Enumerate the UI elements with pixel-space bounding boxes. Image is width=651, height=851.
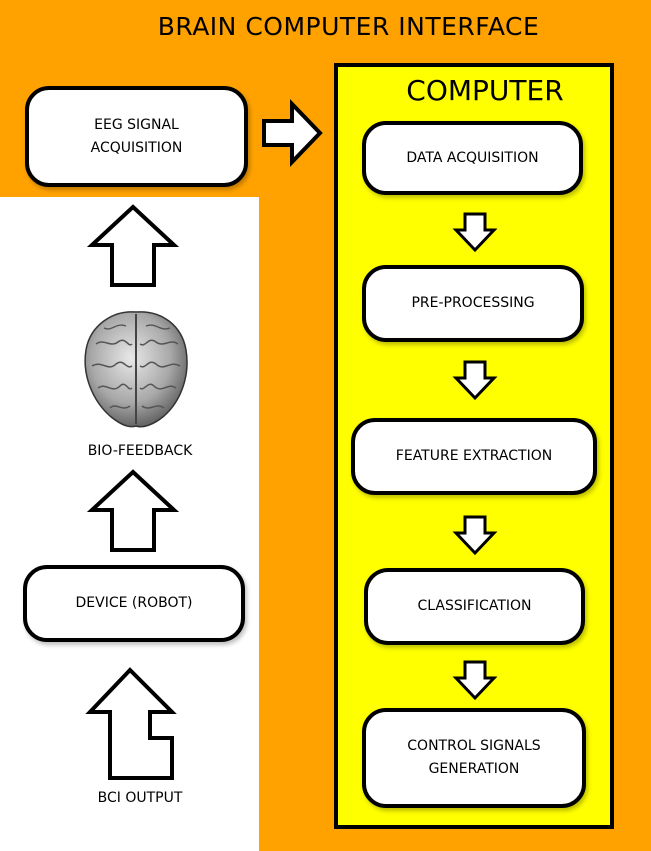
arrow-up-bci-output-to-device [85, 667, 177, 780]
arrow-down-preprocessing-to-feature-extraction [452, 360, 498, 401]
arrow-down-feature-extraction-to-classification [452, 515, 498, 556]
feature-extraction-box: FEATURE EXTRACTION [351, 418, 597, 495]
classification-box: CLASSIFICATION [364, 568, 585, 645]
arrow-down-data-acquisition-to-preprocessing [452, 212, 498, 253]
diagram-title: BRAIN COMPUTER INTERFACE [157, 12, 540, 41]
device-robot-box: DEVICE (ROBOT) [23, 565, 245, 642]
brain-icon [84, 311, 188, 428]
arrow-right-eeg-to-computer [262, 99, 323, 167]
pre-processing-box: PRE-PROCESSING [362, 265, 584, 342]
control-signals-generation-box: CONTROL SIGNALS GENERATION [362, 708, 586, 808]
arrow-up-device-to-biofeedback [86, 469, 180, 552]
arrow-down-classification-to-control-signals [452, 660, 498, 701]
computer-title: COMPUTER [406, 74, 564, 107]
arrow-up-biofeedback-to-eeg [86, 204, 180, 287]
data-acquisition-box: DATA ACQUISITION [362, 121, 583, 195]
eeg-signal-acquisition-box: EEG SIGNAL ACQUISITION [25, 86, 248, 187]
bci-output-label: BCI OUTPUT [97, 790, 183, 806]
bio-feedback-label: BIO-FEEDBACK [87, 443, 193, 459]
